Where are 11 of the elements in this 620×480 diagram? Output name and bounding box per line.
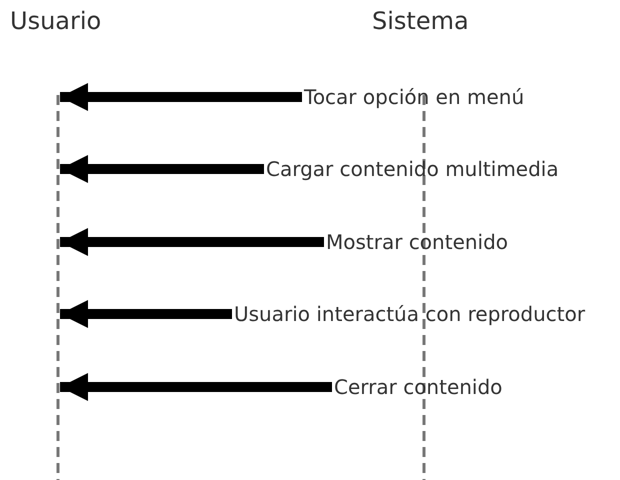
lifeline-header: Usuario xyxy=(10,8,102,34)
message-label: Usuario interactúa con reproductor xyxy=(234,301,586,327)
arrow xyxy=(60,155,264,183)
arrow xyxy=(60,83,302,111)
arrow xyxy=(60,373,332,401)
message-label: Cargar contenido multimedia xyxy=(266,156,559,182)
message-label: Mostrar contenido xyxy=(326,229,508,255)
arrow xyxy=(60,228,324,256)
message-label: Tocar opción en menú xyxy=(304,84,524,110)
lifeline-header: Sistema xyxy=(372,8,469,34)
arrow xyxy=(60,300,232,328)
